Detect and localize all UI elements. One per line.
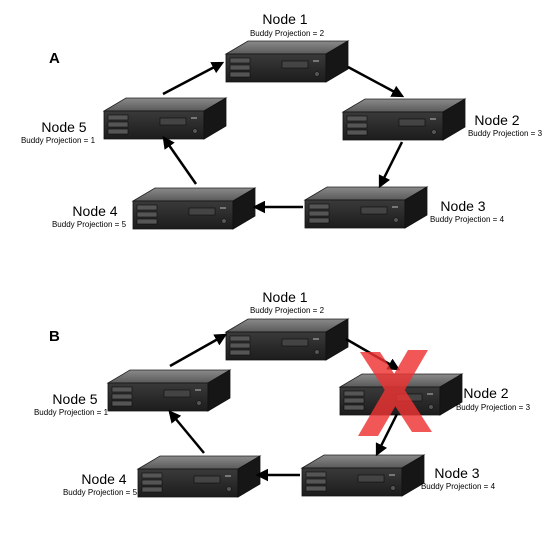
node-5-projection-a: Buddy Projection = 1 — [21, 136, 96, 145]
server-node-3-icon — [304, 186, 428, 229]
failure-x-icon — [358, 350, 432, 436]
node-5-title-b: Node 5 — [52, 391, 97, 407]
node-3-projection-b: Buddy Projection = 4 — [421, 482, 496, 491]
node-3-title-b: Node 3 — [434, 465, 479, 481]
node-1-projection-a: Buddy Projection = 2 — [250, 29, 325, 38]
node-2-projection-b: Buddy Projection = 3 — [456, 403, 531, 412]
server-node-4-icon — [132, 187, 256, 230]
node-5-projection-b: Buddy Projection = 1 — [34, 408, 109, 417]
node-4-title-b: Node 4 — [81, 471, 126, 487]
arrow-node5-to-node1-b — [169, 333, 228, 368]
arrow-node4-to-node5-b — [168, 410, 205, 454]
server-node-1-icon-b — [225, 318, 349, 361]
arrow-node1-to-node2 — [347, 65, 405, 98]
node-3-projection-a: Buddy Projection = 4 — [430, 215, 505, 224]
node-1-projection-b: Buddy Projection = 2 — [250, 306, 325, 315]
server-node-1-icon — [225, 40, 349, 83]
arrow-node2-to-node3 — [378, 141, 404, 189]
node-4-title-a: Node 4 — [72, 203, 117, 219]
node-4-projection-a: Buddy Projection = 5 — [52, 220, 127, 229]
server-node-5-icon — [103, 97, 227, 140]
panel-label-b: B — [49, 328, 60, 345]
node-3-title-a: Node 3 — [440, 198, 485, 214]
node-4-projection-b: Buddy Projection = 5 — [63, 488, 138, 497]
node-2-title-b: Node 2 — [463, 385, 508, 401]
ring-arrows-a — [162, 61, 405, 214]
server-node-2-icon — [342, 98, 466, 141]
panel-label-a: A — [49, 50, 60, 67]
arrow-node2-to-node3-b — [375, 413, 399, 457]
node-1-title-b: Node 1 — [262, 289, 307, 305]
node-1-title-a: Node 1 — [262, 11, 307, 27]
server-node-3-icon-b — [301, 454, 425, 497]
node-2-title-a: Node 2 — [474, 112, 519, 128]
node-2-projection-a: Buddy Projection = 3 — [468, 129, 543, 138]
arrow-node4-to-node5 — [162, 135, 198, 185]
node-5-title-a: Node 5 — [41, 119, 86, 135]
arrow-node5-to-node1 — [162, 61, 225, 96]
server-node-4-icon-b — [137, 455, 261, 498]
server-node-5-icon-b — [107, 369, 231, 412]
